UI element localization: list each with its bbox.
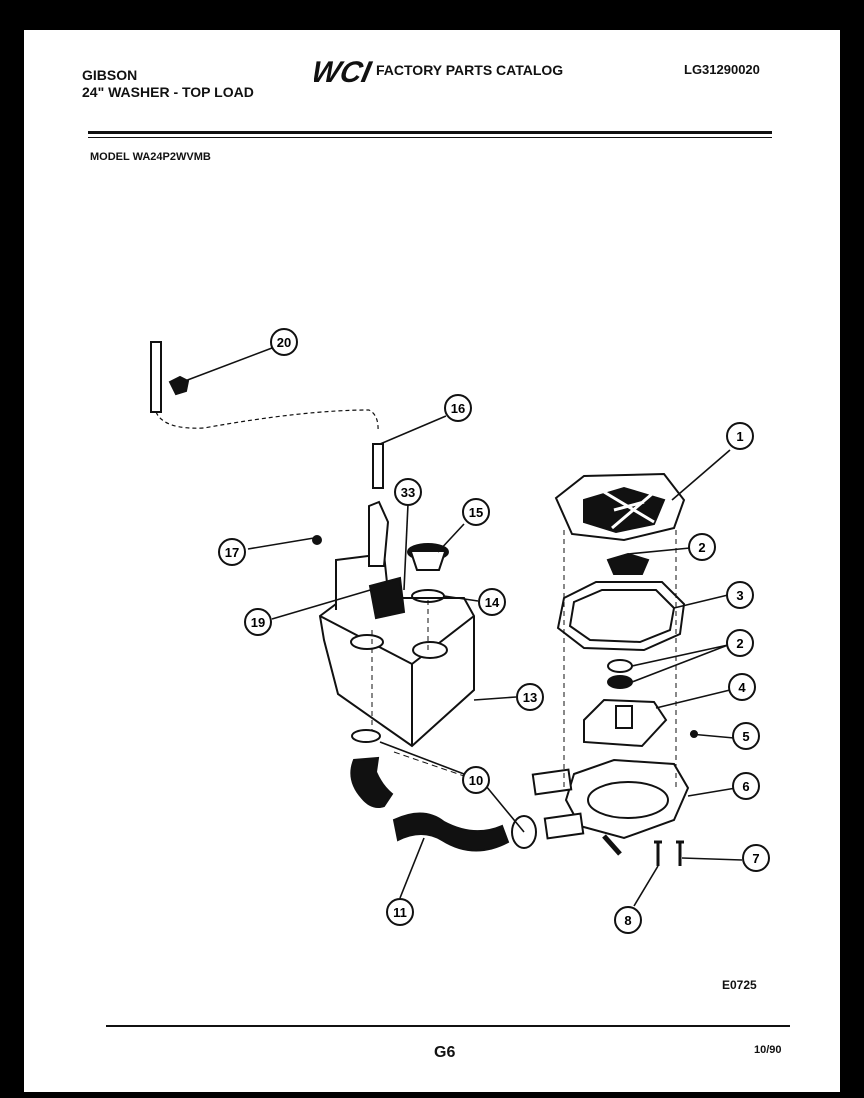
svg-text:2: 2 [698,540,705,555]
product-name: 24" WASHER - TOP LOAD [82,84,254,100]
svg-text:17: 17 [225,545,239,560]
callout-leaders [176,347,743,907]
callout-bubbles: 20 16 33 15 17 14 19 13 10 11 1 2 3 2 4 … [218,328,770,934]
callout-2-bottom: 2 [726,629,754,657]
svg-text:16: 16 [451,401,465,416]
callout-8: 8 [614,906,642,934]
callout-5: 5 [732,722,760,750]
callout-1: 1 [726,422,754,450]
svg-text:13: 13 [523,690,537,705]
svg-text:19: 19 [251,615,265,630]
svg-text:2: 2 [736,636,743,651]
drain-hose [392,812,510,852]
svg-text:7: 7 [752,851,759,866]
callout-19: 19 [244,608,272,636]
svg-text:33: 33 [401,485,415,500]
svg-text:1: 1 [736,429,743,444]
svg-text:3: 3 [736,588,743,603]
tube-part [372,443,384,489]
svg-text:10: 10 [469,773,483,788]
footer-rule [106,1025,790,1027]
fill-tube-part [150,341,162,413]
catalog-title: FACTORY PARTS CATALOG [376,62,564,78]
parts-diagram: 20 16 33 15 17 14 19 13 10 11 1 2 3 2 4 … [150,328,770,934]
svg-text:WCI: WCI [314,56,374,88]
svg-text:6: 6 [742,779,749,794]
callout-4: 4 [728,673,756,701]
svg-text:8: 8 [624,913,631,928]
print-date: 10/90 [754,1044,782,1056]
callout-15: 15 [462,498,490,526]
svg-text:5: 5 [742,729,749,744]
wci-logo: WCI [314,56,374,88]
svg-text:14: 14 [485,595,500,610]
catalog-number: LG31290020 [684,62,760,77]
callout-16: 16 [444,394,472,422]
svg-text:4: 4 [738,680,746,695]
callout-6: 6 [732,772,760,800]
page-number: G6 [434,1044,456,1061]
dispenser-body [318,597,475,748]
clamp-part [168,375,190,396]
callout-7: 7 [742,844,770,872]
brand-block: GIBSON 24" WASHER - TOP LOAD [82,67,254,101]
callout-13: 13 [516,683,544,711]
callout-11: 11 [386,898,414,926]
callout-2-top: 2 [688,533,716,561]
svg-text:11: 11 [393,905,407,920]
pump-housing [564,758,690,840]
gasket [556,581,686,652]
svg-text:15: 15 [469,505,483,520]
callout-33: 33 [394,478,422,506]
header-rule [88,131,772,134]
callout-3: 3 [726,581,754,609]
brand-name: GIBSON [82,67,138,83]
header-rule-thin [88,137,772,138]
diagram-code: E0725 [722,978,757,992]
svg-text:20: 20 [277,335,291,350]
callout-10: 10 [462,766,490,794]
callout-17: 17 [218,538,246,566]
callout-20: 20 [270,328,298,356]
catalog-page: GIBSON 24" WASHER - TOP LOAD WCI FACTORY… [24,30,840,1092]
callout-14: 14 [478,588,506,616]
hose-elbow [350,756,394,808]
model-number: MODEL WA24P2WVMB [90,151,211,163]
